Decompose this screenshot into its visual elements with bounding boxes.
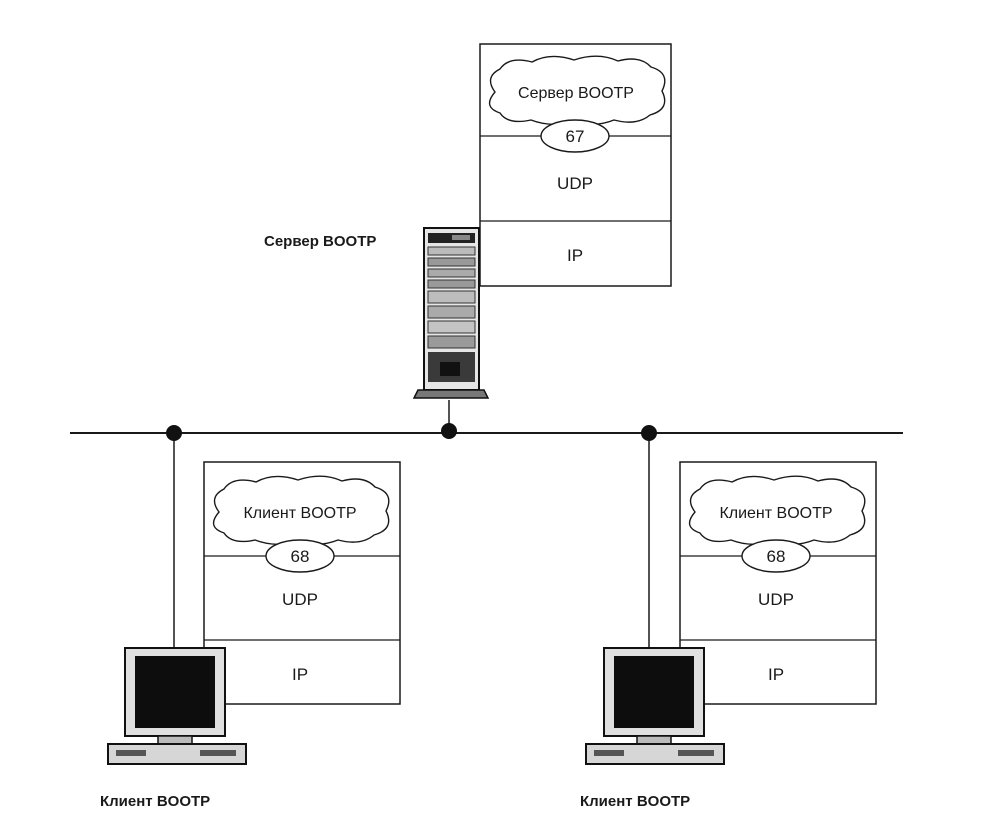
client-left-protocol-stack: Клиент BOOTP 68 UDP IP	[203, 461, 401, 705]
client-left-pc-icon	[107, 647, 247, 765]
server-port-number: 67	[566, 127, 585, 146]
server-junction-dot	[441, 423, 457, 439]
client-right-port-number: 68	[767, 547, 786, 566]
server-transport-label: UDP	[557, 174, 593, 193]
client-left-port-number: 68	[291, 547, 310, 566]
server-caption: Сервер BOOTP	[264, 233, 376, 250]
server-app-cloud: Сервер BOOTP	[488, 55, 666, 125]
client-right-app-cloud: Клиент BOOTP	[688, 475, 866, 545]
client-right-port-oval: 68	[741, 539, 811, 573]
client-left-app-cloud: Клиент BOOTP	[212, 475, 390, 545]
client-left-network-label: IP	[292, 665, 308, 684]
client-right-app-label: Клиент BOOTP	[719, 505, 832, 522]
client-left-caption: Клиент BOOTP	[100, 793, 210, 810]
server-tower-icon	[412, 227, 490, 399]
client-right-network-label: IP	[768, 665, 784, 684]
client-left-port-oval: 68	[265, 539, 335, 573]
server-network-label: IP	[567, 246, 583, 265]
client-left-app-label: Клиент BOOTP	[243, 505, 356, 522]
client-left-junction-dot	[166, 425, 182, 441]
server-app-label: Сервер BOOTP	[518, 85, 634, 102]
client-right-protocol-stack: Клиент BOOTP 68 UDP IP	[679, 461, 877, 705]
server-protocol-stack: Сервер BOOTP 67 UDP IP	[479, 43, 672, 287]
client-right-caption: Клиент BOOTP	[580, 793, 690, 810]
server-port-oval: 67	[540, 119, 610, 153]
client-left-transport-label: UDP	[282, 590, 318, 609]
client-right-junction-dot	[641, 425, 657, 441]
client-right-pc-icon	[585, 647, 725, 765]
client-right-transport-label: UDP	[758, 590, 794, 609]
